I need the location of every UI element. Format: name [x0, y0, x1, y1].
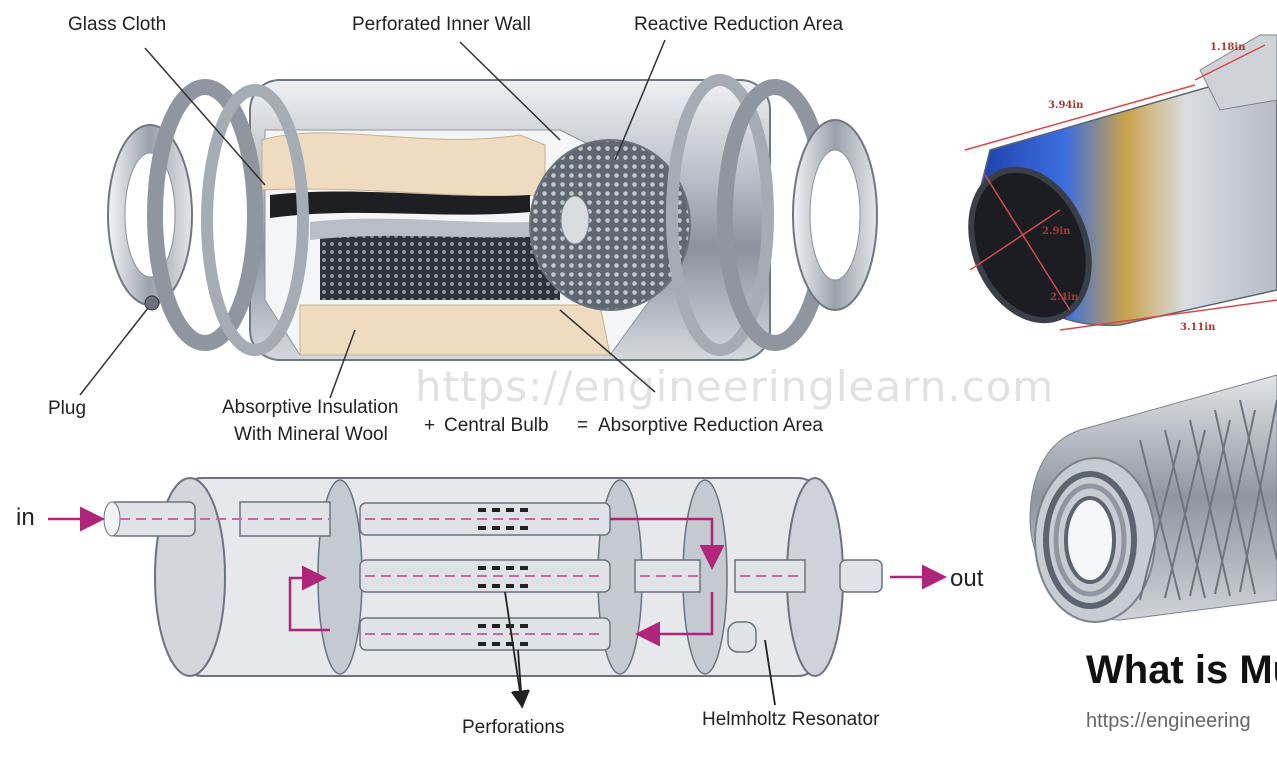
flow-schematic	[48, 477, 947, 709]
plug-screw	[144, 295, 160, 311]
label-perforated-inner-wall: Perforated Inner Wall	[352, 14, 531, 35]
flow-arrows	[48, 506, 947, 647]
right-end-flange	[666, 74, 878, 356]
label-plus-sign: +	[424, 415, 436, 436]
dim-top: 1.18in	[1210, 42, 1246, 53]
dim-length: 3.94in	[1048, 100, 1084, 111]
dim-bottom: 3.11in	[1180, 322, 1216, 333]
left-end-flange	[107, 79, 309, 356]
braid-texture	[1139, 399, 1277, 601]
caption-title: What is Mu	[1086, 648, 1277, 692]
label-out: out	[950, 565, 984, 592]
mineral-wool-insulation	[261, 132, 611, 356]
label-in: in	[16, 504, 35, 531]
label-helmholtz-resonator: Helmholtz Resonator	[702, 709, 880, 730]
leader-lines-top	[79, 39, 666, 399]
outlet-pipe	[839, 559, 883, 593]
flow-centerlines	[120, 518, 800, 635]
label-reactive-reduction-area: Reactive Reduction Area	[634, 14, 844, 35]
label-absorptive-insulation-1: Absorptive Insulation	[222, 397, 399, 418]
dimension-lines	[964, 44, 1277, 331]
dim-inner-1: 2.9in	[1042, 226, 1071, 237]
caption-url: https://engineering	[1086, 710, 1251, 732]
dim-inner-2: 2.4in	[1050, 292, 1079, 303]
label-absorptive-insulation-2: With Mineral Wool	[234, 424, 388, 445]
resonator-tube	[727, 621, 757, 653]
exhaust-tip-photo	[964, 34, 1277, 331]
flex-pipe-photo	[1029, 374, 1277, 623]
watermark-text: https://engineeringlearn.com	[415, 362, 1055, 411]
label-plug: Plug	[48, 398, 87, 419]
central-bulb	[529, 139, 691, 311]
label-perforations: Perforations	[462, 717, 565, 738]
label-equals-sign: =	[577, 415, 589, 436]
label-central-bulb: Central Bulb	[444, 415, 549, 436]
label-glass-cloth: Glass Cloth	[68, 14, 167, 35]
perforated-inner-pipe	[310, 218, 560, 300]
glass-cloth-layer	[270, 191, 530, 218]
perforation-holes	[478, 508, 528, 646]
label-absorptive-reduction-area: Absorptive Reduction Area	[598, 415, 823, 436]
